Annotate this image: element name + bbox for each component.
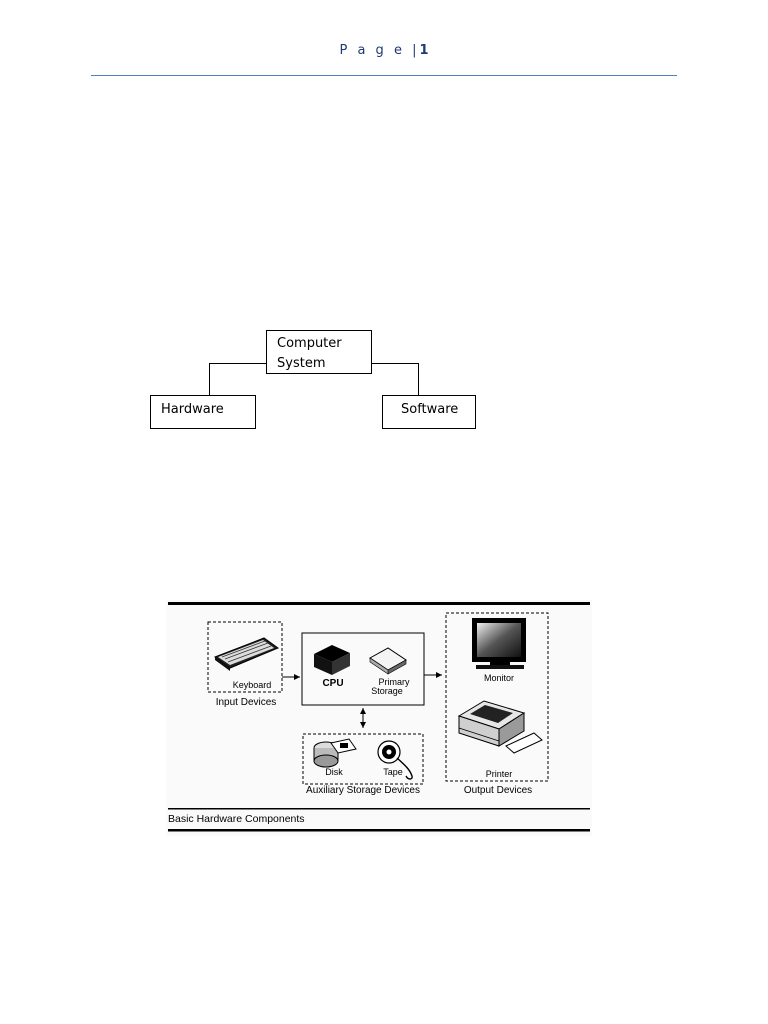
input-devices-label: Input Devices <box>216 697 277 708</box>
hardware-box: Hardware <box>150 395 256 429</box>
keyboard-icon <box>213 637 280 671</box>
page-label: P a g e <box>339 43 405 58</box>
cpu-icon <box>314 645 350 675</box>
disk-label: Disk <box>325 767 343 777</box>
output-devices-label: Output Devices <box>464 785 532 796</box>
output-devices-box <box>445 612 549 782</box>
primary-storage-label-line1: Primary <box>379 677 410 687</box>
connector-right-v <box>418 363 419 396</box>
figure-bottom-rule <box>168 829 590 832</box>
auxiliary-storage-box <box>302 733 424 785</box>
figure-mid-rule <box>168 808 590 810</box>
computer-system-label-line1: Computer <box>277 336 342 351</box>
connector-left-h <box>209 363 266 364</box>
primary-storage-label-line2: Storage <box>371 686 403 696</box>
input-devices-box <box>207 621 283 693</box>
figure-caption: Basic Hardware Components <box>168 813 305 825</box>
hardware-label: Hardware <box>161 402 224 417</box>
software-box: Software <box>382 395 476 429</box>
header-rule <box>91 75 677 76</box>
connector-right-h <box>371 363 419 364</box>
page-header: P a g e |1 <box>0 43 768 58</box>
page-number: 1 <box>419 43 429 58</box>
hardware-components-figure: Keyboard Input Devices CPU Primary Stora… <box>166 600 592 836</box>
software-label: Software <box>401 402 459 417</box>
figure-top-rule <box>168 602 590 605</box>
disk-icon <box>313 738 357 768</box>
monitor-icon <box>472 618 526 669</box>
auxiliary-storage-label: Auxiliary Storage Devices <box>306 785 420 796</box>
tape-icon <box>377 740 413 780</box>
processing-box <box>301 632 425 706</box>
primary-storage-icon <box>369 647 407 675</box>
cpu-label: CPU <box>322 678 343 689</box>
printer-icon <box>457 700 543 754</box>
printer-label: Printer <box>486 769 513 779</box>
keyboard-label: Keyboard <box>233 680 272 690</box>
page-separator: | <box>412 43 420 58</box>
computer-system-label-line2: System <box>277 356 326 371</box>
tape-label: Tape <box>383 767 403 777</box>
connector-left-v <box>209 363 210 396</box>
computer-system-box: Computer System <box>266 330 372 374</box>
monitor-label: Monitor <box>484 673 514 683</box>
